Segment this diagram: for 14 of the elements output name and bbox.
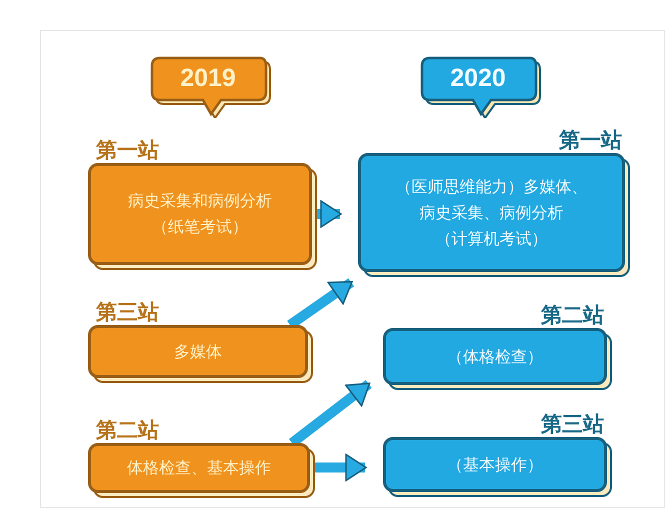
station-text: 多媒体 bbox=[173, 340, 223, 362]
station-text: 体格检查、基本操作 bbox=[126, 457, 272, 479]
station-text: （医师思维能力）多媒体、病史采集、病例分析（计算机考试） bbox=[394, 176, 588, 250]
year-label: 2020 bbox=[450, 63, 506, 94]
year-label: 2019 bbox=[180, 63, 236, 94]
station-text: （体格检查） bbox=[446, 346, 544, 368]
station-heading: 第三站 bbox=[540, 411, 605, 437]
station-heading: 第一站 bbox=[558, 127, 623, 153]
station-heading: 第一站 bbox=[95, 137, 160, 163]
station-text: 病史采集和病例分析（纸笔考试） bbox=[127, 190, 273, 238]
station-heading: 第二站 bbox=[95, 417, 160, 443]
station-heading: 第二站 bbox=[540, 302, 605, 328]
station-text: （基本操作） bbox=[446, 454, 544, 476]
station-heading: 第三站 bbox=[95, 299, 160, 325]
